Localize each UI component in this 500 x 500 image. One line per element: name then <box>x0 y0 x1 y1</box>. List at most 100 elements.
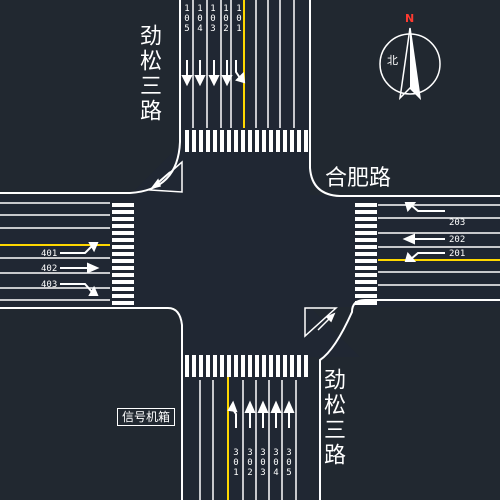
crosswalk-stripe <box>112 203 134 207</box>
crosswalk-stripe <box>355 252 377 256</box>
crosswalk-stripe <box>227 355 231 377</box>
crosswalk-stripe <box>112 238 134 242</box>
crosswalk-stripe <box>241 355 245 377</box>
north-road-name: 劲松三路 <box>136 24 161 124</box>
south-road-name: 劲松三路 <box>320 368 345 468</box>
crosswalk-stripe <box>262 130 266 152</box>
crosswalk-stripe <box>112 266 134 270</box>
crosswalk-stripe <box>185 130 189 152</box>
crosswalk-stripe <box>220 130 224 152</box>
compass-bei-label: 北 <box>387 54 398 67</box>
crosswalk-stripe <box>234 130 238 152</box>
lane-tag-south-305: 305 <box>286 448 292 478</box>
lane-tag-west-402: 402 <box>41 264 58 274</box>
crosswalk-stripe <box>355 238 377 242</box>
lane-tag-south-301: 301 <box>233 448 239 478</box>
crosswalk-stripe <box>355 224 377 228</box>
lane-tag-north-104: 104 <box>197 4 203 34</box>
crosswalk-stripe <box>269 130 273 152</box>
crosswalk-stripe <box>355 301 377 305</box>
crosswalk-stripe <box>112 210 134 214</box>
compass <box>379 27 441 101</box>
lane-tag-east-203: 203 <box>449 218 466 228</box>
crosswalk-stripe <box>112 259 134 263</box>
crosswalk-stripe <box>206 130 210 152</box>
crosswalk-stripe <box>199 355 203 377</box>
island-arrows <box>150 171 336 331</box>
crosswalk-stripe <box>355 266 377 270</box>
crosswalk-stripe <box>112 280 134 284</box>
crosswalk-stripe <box>234 355 238 377</box>
crosswalk-stripe <box>192 130 196 152</box>
south-lane-lines <box>199 380 297 500</box>
crosswalk-stripe <box>220 355 224 377</box>
lane-tag-east-201: 201 <box>449 249 466 259</box>
west-lane-lines <box>0 202 110 301</box>
crosswalk-stripe <box>112 217 134 221</box>
crosswalk-stripe <box>276 355 280 377</box>
crosswalk-stripe <box>112 252 134 256</box>
crosswalk-stripe <box>112 294 134 298</box>
crosswalk-stripe <box>276 130 280 152</box>
crosswalk-stripe <box>355 217 377 221</box>
crosswalk-stripe <box>112 245 134 249</box>
crosswalk-stripe <box>185 355 189 377</box>
crosswalk-stripe <box>355 287 377 291</box>
lane-tag-west-403: 403 <box>41 280 58 290</box>
crosswalk-stripe <box>241 130 245 152</box>
crosswalk-stripe <box>112 273 134 277</box>
crosswalk-stripe <box>297 355 301 377</box>
crosswalk-stripe <box>355 273 377 277</box>
lane-tag-north-102: 102 <box>223 4 229 34</box>
west-lane-arrows <box>60 242 100 296</box>
crosswalk-stripe <box>269 355 273 377</box>
crosswalk-stripe <box>213 130 217 152</box>
crosswalk-stripe <box>355 203 377 207</box>
lane-tag-east-202: 202 <box>449 235 466 245</box>
south-crosswalk <box>185 355 308 377</box>
crosswalk-stripe <box>206 355 210 377</box>
crosswalk-stripe <box>283 130 287 152</box>
crosswalk-stripe <box>227 130 231 152</box>
crosswalk-stripe <box>355 280 377 284</box>
crosswalk-stripe <box>262 355 266 377</box>
crosswalk-stripe <box>255 130 259 152</box>
crosswalk-stripe <box>283 355 287 377</box>
crosswalk-stripe <box>290 130 294 152</box>
lane-tag-north-103: 103 <box>210 4 216 34</box>
crosswalk-stripe <box>255 355 259 377</box>
crosswalk-stripe <box>112 224 134 228</box>
crosswalk-stripe <box>112 287 134 291</box>
east-crosswalk <box>355 203 377 305</box>
lane-tag-north-101: 101 <box>236 4 242 34</box>
crosswalk-stripe <box>192 355 196 377</box>
south-lane-arrows <box>227 400 295 428</box>
crosswalk-stripe <box>213 355 217 377</box>
lane-tag-west-401: 401 <box>41 249 58 259</box>
north-crosswalk <box>185 130 308 152</box>
signal-cabinet-label: 信号机箱 <box>117 408 175 426</box>
east-road-name: 合肥路 <box>325 166 392 191</box>
lane-tag-south-302: 302 <box>247 448 253 478</box>
north-lane-arrows <box>181 60 246 87</box>
lane-tag-south-303: 303 <box>260 448 266 478</box>
crosswalk-stripe <box>248 130 252 152</box>
crosswalk-stripe <box>304 355 308 377</box>
crosswalk-stripe <box>199 130 203 152</box>
crosswalk-stripe <box>355 245 377 249</box>
crosswalk-stripe <box>355 294 377 298</box>
east-lane-arrows <box>402 202 445 262</box>
crosswalk-stripe <box>290 355 294 377</box>
crosswalk-stripe <box>112 301 134 305</box>
crosswalk-stripe <box>304 130 308 152</box>
lane-tag-south-304: 304 <box>273 448 279 478</box>
crosswalk-stripe <box>355 210 377 214</box>
compass-n-label: N <box>405 12 415 25</box>
crosswalk-stripe <box>112 231 134 235</box>
east-lane-lines <box>378 204 500 286</box>
crosswalk-stripe <box>297 130 301 152</box>
lane-tag-north-105: 105 <box>184 4 190 34</box>
